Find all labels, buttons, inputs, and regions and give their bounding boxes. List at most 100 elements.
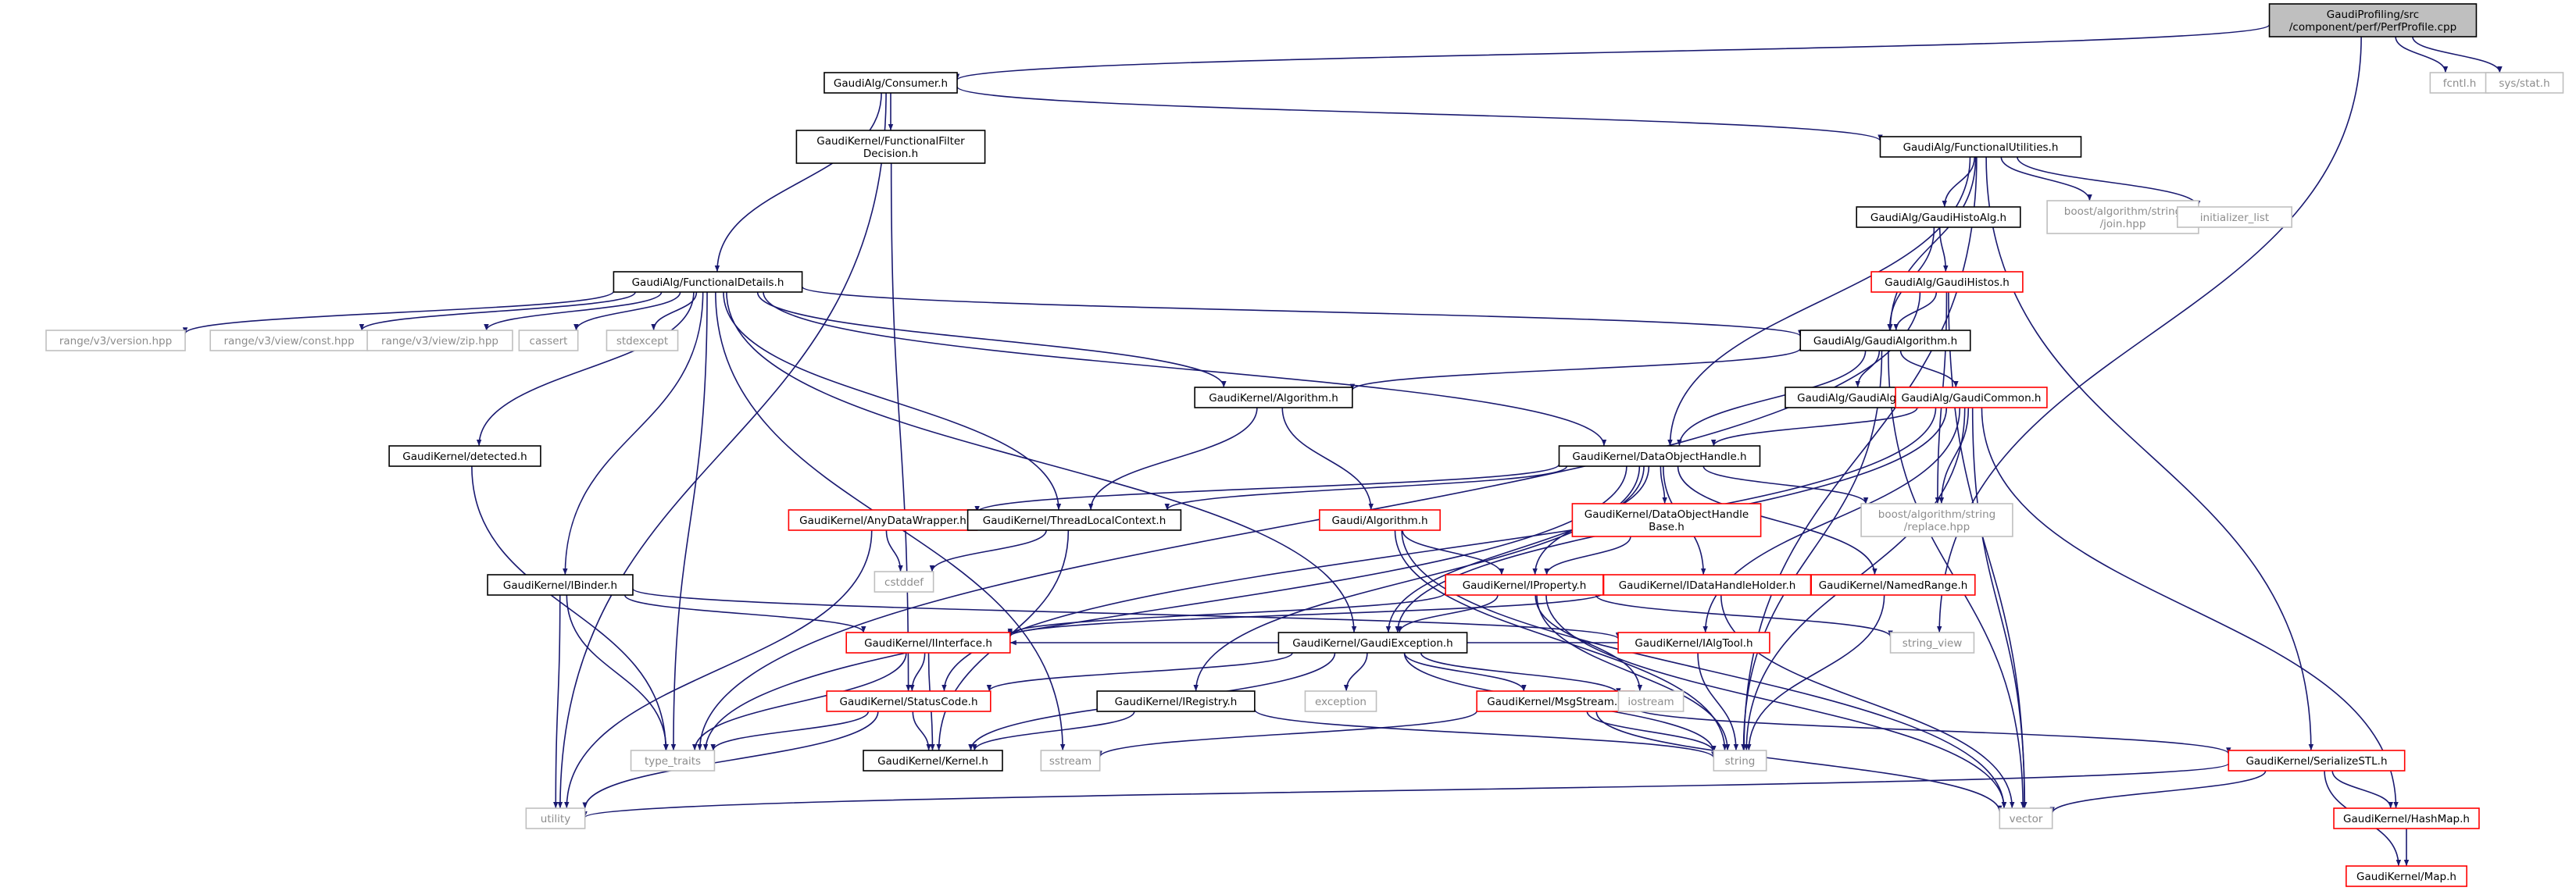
graph-node-n33[interactable]: GaudiKernel/IInterface.h [845, 632, 1011, 654]
graph-node-n42[interactable]: GaudiKernel/Kernel.h [863, 750, 1003, 772]
graph-node-n2[interactable]: fcntl.h [2429, 72, 2490, 94]
nodes-layer: GaudiProfiling/src/component/perf/PerfPr… [45, 3, 2564, 887]
node-label: GaudiAlg/GaudiHistoAlg.h [1870, 212, 2006, 224]
node-box [1713, 750, 1767, 772]
graph-node-n38[interactable]: exception [1304, 690, 1377, 712]
graph-node-n15[interactable]: cassert [518, 330, 579, 351]
edge-n17-n44 [1741, 350, 1883, 751]
graph-node-n49[interactable]: GaudiKernel/Map.h [2346, 865, 2467, 887]
edge-n5-n36 [890, 162, 911, 692]
node-label: GaudiAlg/Consumer.h [834, 77, 948, 90]
edge-n31-n33 [1007, 592, 1605, 637]
graph-node-n0[interactable]: GaudiProfiling/src/component/perf/PerfPr… [2268, 3, 2478, 37]
graph-node-n14[interactable]: range/v3/view/zip.hpp [366, 330, 513, 351]
graph-node-n34[interactable]: GaudiKernel/GaudiException.h [1277, 632, 1468, 654]
node-box [487, 574, 634, 596]
graph-node-n35[interactable]: GaudiKernel/IAlgTool.h [1617, 632, 1770, 654]
edge-n6-n8 [2000, 156, 2092, 201]
graph-node-n25[interactable]: Gaudi/Algorithm.h [1319, 509, 1441, 531]
node-box [1571, 503, 1762, 537]
graph-node-n29[interactable]: GaudiKernel/IBinder.h [487, 574, 634, 596]
edge-n39-n45 [1634, 707, 2231, 754]
graph-node-n23[interactable]: GaudiKernel/AnyDataWrapper.h [788, 509, 978, 531]
graph-node-n44[interactable]: string [1713, 750, 1767, 772]
graph-node-n18[interactable]: GaudiKernel/Algorithm.h [1194, 387, 1353, 408]
node-label: GaudiKernel/IAlgTool.h [1635, 637, 1752, 650]
edge-n11-n21 [476, 291, 695, 447]
node-label: Gaudi/Algorithm.h [1331, 515, 1427, 527]
graph-node-n6[interactable]: GaudiAlg/FunctionalUtilities.h [1879, 136, 2082, 158]
graph-node-n39[interactable]: GaudiKernel/MsgStream.h [1476, 690, 1635, 712]
graph-node-n47[interactable]: vector [1999, 807, 2053, 829]
graph-node-n27[interactable]: boost/algorithm/string/replace.hpp [1860, 503, 2013, 537]
graph-node-n36[interactable]: GaudiKernel/StatusCode.h [826, 690, 991, 712]
graph-node-n10[interactable]: GaudiAlg/GaudiHistos.h [1870, 271, 2024, 293]
edge-n17-n18 [1349, 347, 1802, 391]
node-label: Decision.h [863, 148, 918, 160]
edge-n1-n6 [956, 86, 1883, 142]
graph-node-n30[interactable]: GaudiKernel/IProperty.h [1445, 574, 1604, 596]
node-label: exception [1315, 696, 1367, 708]
graph-node-n20[interactable]: GaudiAlg/GaudiCommon.h [1895, 387, 2048, 408]
node-box [606, 330, 679, 351]
node-label: GaudiKernel/IInterface.h [864, 637, 992, 650]
edge-n30-n33 [1007, 592, 1446, 636]
node-label: GaudiKernel/DataObjectHandle.h [1572, 451, 1746, 463]
graph-node-n21[interactable]: GaudiKernel/detected.h [388, 445, 541, 467]
edge-n45-n48 [2331, 770, 2393, 809]
edge-n11-n41 [670, 291, 708, 751]
node-box [1810, 574, 1976, 596]
edge-n45-n46 [582, 763, 2230, 818]
graph-node-n13[interactable]: range/v3/view/const.hpp [209, 330, 369, 351]
node-label: GaudiAlg/GaudiAlgorithm.h [1813, 335, 1957, 347]
edge-n29-n41 [566, 594, 669, 751]
edge-n11-n13 [359, 291, 636, 331]
node-box [2346, 865, 2467, 887]
edge-n22-n41 [702, 465, 1627, 751]
node-label: GaudiKernel/IProperty.h [1463, 579, 1587, 592]
graph-node-n17[interactable]: GaudiAlg/GaudiAlgorithm.h [1799, 330, 1971, 351]
node-label: range/v3/view/const.hpp [223, 335, 354, 347]
graph-node-n3[interactable]: sys/stat.h [2485, 72, 2564, 94]
graph-node-n31[interactable]: GaudiKernel/IDataHandleHolder.h [1602, 574, 1812, 596]
edge-n34-n40 [1420, 652, 1621, 695]
graph-node-n7[interactable]: GaudiAlg/GaudiHistoAlg.h [1856, 206, 2021, 228]
graph-node-n9[interactable]: initializer_list [2177, 206, 2293, 228]
edge-n6-n45 [1985, 156, 2314, 751]
edge-n17-n22 [1677, 350, 1867, 447]
graph-node-n43[interactable]: sstream [1040, 750, 1101, 772]
graph-node-n46[interactable]: utility [525, 807, 586, 829]
graph-node-n37[interactable]: GaudiKernel/IRegistry.h [1096, 690, 1256, 712]
graph-node-n32[interactable]: GaudiKernel/NamedRange.h [1810, 574, 1976, 596]
node-label: utility [541, 813, 570, 825]
edge-n23-n46 [564, 529, 873, 809]
edge-n37-n44 [1254, 709, 1717, 758]
graph-node-n41[interactable]: type_traits [630, 750, 716, 772]
graph-node-n4[interactable]: string_view [1889, 632, 1975, 654]
node-label: GaudiKernel/GaudiException.h [1292, 637, 1452, 650]
node-box [1304, 690, 1377, 712]
graph-node-n8[interactable]: boost/algorithm/string/join.hpp [2046, 200, 2199, 234]
edge-n0-n3 [2412, 36, 2503, 73]
graph-node-n1[interactable]: GaudiAlg/Consumer.h [824, 72, 958, 94]
graph-node-n11[interactable]: GaudiAlg/FunctionalDetails.h [613, 271, 803, 293]
graph-node-n40[interactable]: iostream [1617, 690, 1685, 712]
edge-n36-n42 [912, 711, 931, 751]
node-box [1096, 690, 1256, 712]
node-box [613, 271, 803, 293]
graph-node-n16[interactable]: stdexcept [606, 330, 679, 351]
node-box [845, 632, 1011, 654]
graph-node-n22[interactable]: GaudiKernel/DataObjectHandle.h [1558, 445, 1761, 467]
node-label: cstddef [884, 576, 924, 589]
node-box [1040, 750, 1101, 772]
graph-node-n24[interactable]: GaudiKernel/ThreadLocalContext.h [966, 509, 1182, 531]
graph-node-n48[interactable]: GaudiKernel/HashMap.h [2333, 807, 2480, 829]
graph-node-n12[interactable]: range/v3/version.hpp [45, 330, 186, 351]
node-box [1277, 632, 1468, 654]
graph-node-n45[interactable]: GaudiKernel/SerializeSTL.h [2228, 750, 2406, 772]
graph-node-n28[interactable]: cstddef [874, 571, 934, 593]
node-box [1558, 445, 1761, 467]
